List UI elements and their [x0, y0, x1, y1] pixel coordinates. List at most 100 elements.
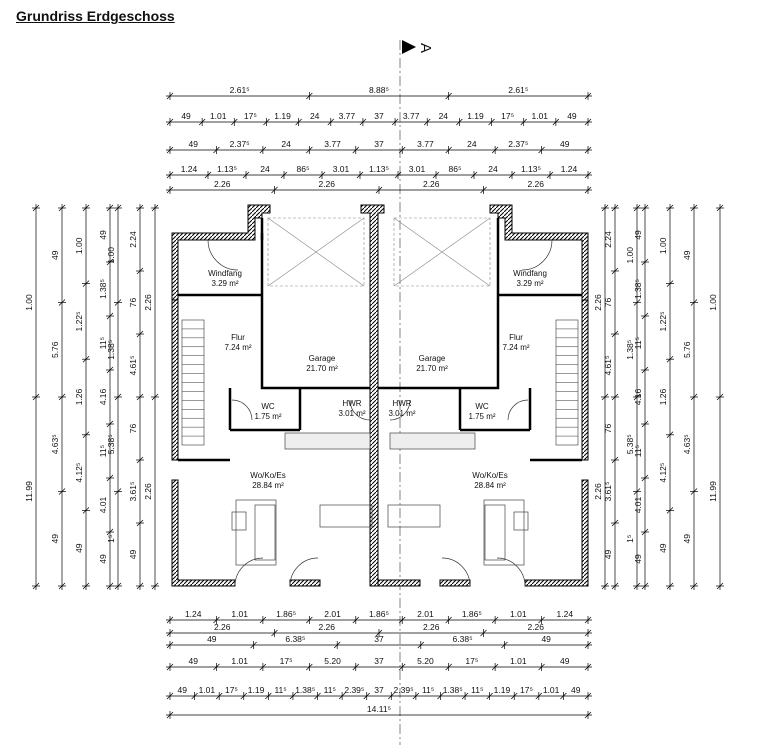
dim-value: 2.39⁵ [394, 685, 414, 695]
dim-value: 4.61⁵ [128, 355, 138, 375]
dim-value: 1.24 [561, 164, 578, 174]
dim-value: 49 [98, 554, 108, 564]
dim-value: 1.86⁵ [369, 609, 389, 619]
room-name: Flur [509, 333, 523, 342]
dim-value: 24 [439, 111, 449, 121]
dim-value: 49 [658, 543, 668, 553]
dim-value: 6.38⁵ [285, 634, 305, 644]
dim-value: 49 [567, 111, 577, 121]
dim-value: 1.01 [510, 656, 527, 666]
room-name: HWR [392, 399, 411, 408]
dim-value: 76 [128, 298, 138, 308]
dim-value: 49 [188, 656, 198, 666]
dim-value: 1.26 [74, 388, 84, 405]
dim-value: 49 [178, 685, 188, 695]
dim-value: 86⁵ [297, 164, 310, 174]
room-area: 3.01 m² [388, 409, 415, 418]
dim-value: 1.13⁵ [217, 164, 237, 174]
room-name: Wo/Ko/Es [250, 471, 285, 480]
dim-value: 24 [467, 139, 477, 149]
dim-value: 1⁵ [625, 535, 635, 543]
dim-value: 1.13⁵ [521, 164, 541, 174]
dim-value: 6.38⁵ [453, 634, 473, 644]
dim-value: 49 [207, 634, 217, 644]
dim-value: 17⁵ [280, 656, 293, 666]
dim-value: 2.26 [593, 483, 603, 500]
dim-value: 3.61⁵ [603, 481, 613, 501]
dim-value: 76 [603, 298, 613, 308]
dim-value: 1.22⁵ [74, 311, 84, 331]
dim-value: 1.01 [543, 685, 560, 695]
dim-chain-dims_left-1: 49 5.76 4.63⁵ 49 [50, 204, 66, 590]
dim-value: 24 [488, 164, 498, 174]
dim-value: 1.19 [248, 685, 265, 695]
dim-value: 2.26 [318, 179, 335, 189]
dim-value: 2.39⁵ [344, 685, 364, 695]
room-area: 21.70 m² [306, 364, 338, 373]
dim-value: 49 [682, 534, 692, 544]
room-label: WC1.75 m² [254, 402, 281, 421]
dim-value: 24 [260, 164, 270, 174]
dim-value: 2.61⁵ [230, 85, 250, 95]
dim-value: 2.26 [214, 622, 231, 632]
dim-value: 5.76 [50, 341, 60, 358]
dim-value: 24 [310, 111, 320, 121]
room-name: Wo/Ko/Es [472, 471, 507, 480]
dim-value: 4.63⁵ [50, 434, 60, 454]
dim-value: 4.01 [633, 496, 643, 513]
dim-value: 5.76 [682, 341, 692, 358]
dim-value: 11⁵ [422, 685, 434, 695]
dim-value: 11.99 [708, 481, 718, 502]
dim-value: 8.88⁵ [369, 85, 389, 95]
dim-value: 11⁵ [471, 685, 483, 695]
dim-value: 1.38⁵ [443, 685, 463, 695]
dim-value: 1.24 [185, 609, 202, 619]
dim-value: 1.00 [74, 237, 84, 254]
room-name: WC [475, 402, 489, 411]
dim-value: 24 [281, 139, 291, 149]
room-area: 28.84 m² [474, 481, 506, 490]
dim-value: 37 [374, 656, 384, 666]
dim-value: 49 [50, 250, 60, 260]
room-area: 3.01 m² [338, 409, 365, 418]
dim-chain-dims_right-6: 2.26 2.26 [593, 204, 609, 590]
room-name: Flur [231, 333, 245, 342]
dim-value: 5.38⁵ [106, 434, 116, 454]
room-area: 3.29 m² [211, 279, 238, 288]
dim-value: 1.00 [708, 294, 718, 311]
furniture [231, 432, 529, 566]
dim-value: 4.12⁵ [658, 463, 668, 483]
dim-value: 2.24 [128, 231, 138, 248]
dim-value: 1.86⁵ [462, 609, 482, 619]
dim-value: 76 [603, 424, 613, 434]
dim-value: 1.19 [467, 111, 484, 121]
dim-value: 1.01 [210, 111, 227, 121]
room-name: WC [261, 402, 275, 411]
dim-value: 3.77 [339, 111, 356, 121]
dim-value: 49 [50, 534, 60, 544]
dim-value: 4.63⁵ [682, 434, 692, 454]
dim-value: 49 [74, 543, 84, 553]
dim-value: 11⁵ [324, 685, 336, 695]
dim-value: 2.01 [417, 609, 434, 619]
dim-value: 11⁵ [633, 337, 643, 349]
dim-value: 1.38⁵ [625, 340, 635, 360]
dim-value: 2.26 [143, 294, 153, 311]
dim-value: 1⁵ [106, 535, 116, 543]
dim-value: 2.26 [593, 294, 603, 311]
dim-value: 1.00 [625, 247, 635, 264]
